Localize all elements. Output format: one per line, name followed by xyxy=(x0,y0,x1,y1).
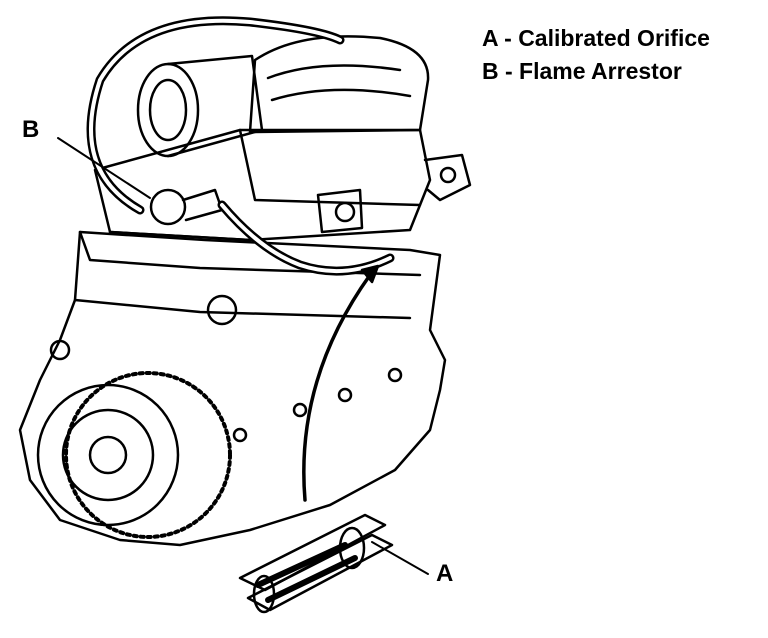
engine-block xyxy=(18,230,447,547)
vacuum-hose xyxy=(217,200,395,276)
air-cleaner-housing xyxy=(248,35,430,134)
cylinder-head xyxy=(93,128,432,242)
flow-arrow xyxy=(302,273,372,502)
legend: A - Calibrated Orifice B - Flame Arresto… xyxy=(482,22,710,88)
throttle-linkage xyxy=(423,153,472,202)
callout-b-label: B xyxy=(22,116,40,143)
leader-line-a xyxy=(371,541,429,575)
leader-line-b xyxy=(57,137,151,199)
callout-a-label: A xyxy=(436,560,454,587)
bolt-row xyxy=(49,294,403,443)
distributor xyxy=(316,188,364,234)
legend-item-a: A - Calibrated Orifice xyxy=(482,25,710,51)
air-cleaner-snorkel xyxy=(136,62,200,158)
flywheel xyxy=(36,383,180,527)
legend-item-b: B - Flame Arrestor xyxy=(482,58,682,84)
flame-arrestor xyxy=(149,188,187,226)
calibrated-orifice xyxy=(238,513,394,614)
